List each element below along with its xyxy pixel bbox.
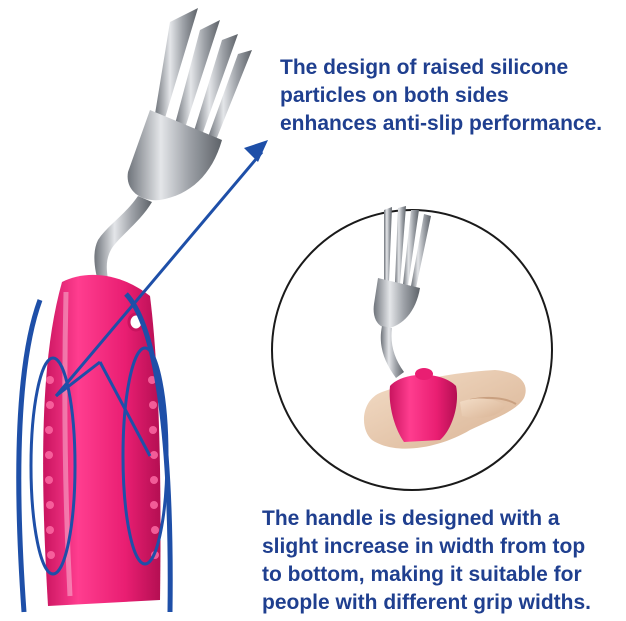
- caption-line: people with different grip widths.: [262, 591, 591, 614]
- caption-line: to bottom, making it suitable for: [262, 563, 582, 586]
- caption-anti-slip: The design of raised silicone particles …: [280, 54, 602, 138]
- width-outline: [16, 292, 173, 613]
- caption-grip-width: The handle is designed with a slight inc…: [262, 505, 591, 617]
- caption-line: enhances anti-slip performance.: [280, 112, 603, 135]
- caption-line: The handle is designed with a: [262, 507, 560, 530]
- grip-highlight-ellipses: [29, 346, 169, 576]
- inset-hand-holding-fork: [271, 206, 553, 491]
- arrow-up-right-icon: [54, 140, 268, 457]
- caption-line: particles on both sides: [280, 84, 509, 107]
- fork-main: [94, 8, 252, 288]
- caption-line: slight increase in width from top: [262, 535, 586, 558]
- caption-line: The design of raised silicone: [280, 56, 569, 79]
